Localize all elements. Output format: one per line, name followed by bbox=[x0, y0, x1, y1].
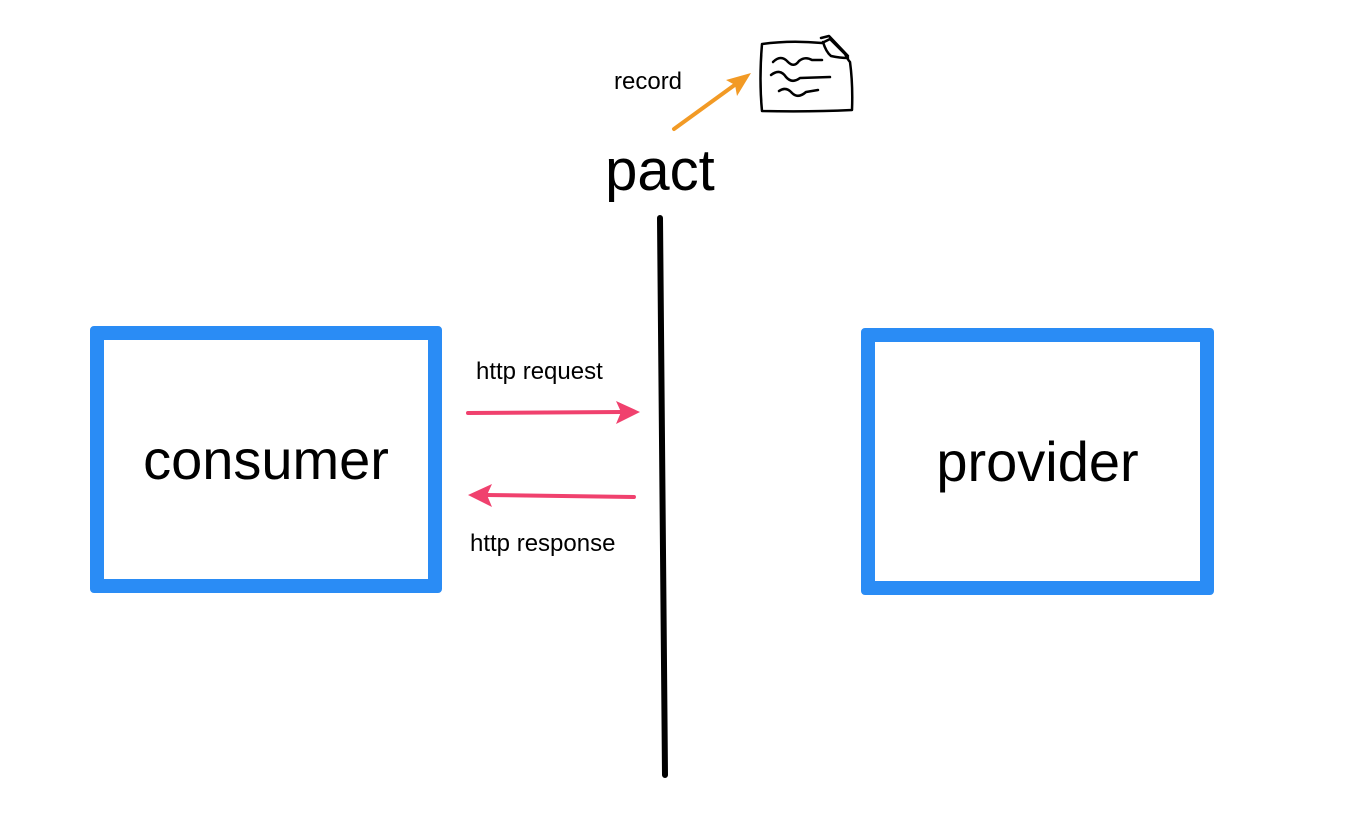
http-request-arrow bbox=[466, 401, 640, 424]
pact-title: pact bbox=[605, 138, 715, 203]
http-request-label: http request bbox=[476, 358, 603, 385]
pact-divider-line bbox=[657, 215, 668, 778]
consumer-box: consumer bbox=[90, 326, 442, 593]
consumer-label: consumer bbox=[143, 427, 389, 491]
record-label: record bbox=[614, 68, 683, 95]
record-arrow bbox=[672, 73, 751, 131]
provider-box: provider bbox=[861, 328, 1214, 595]
http-response-label: http response bbox=[470, 530, 616, 557]
document-icon bbox=[759, 34, 854, 113]
http-response-arrow bbox=[468, 484, 636, 507]
provider-label: provider bbox=[936, 429, 1139, 493]
